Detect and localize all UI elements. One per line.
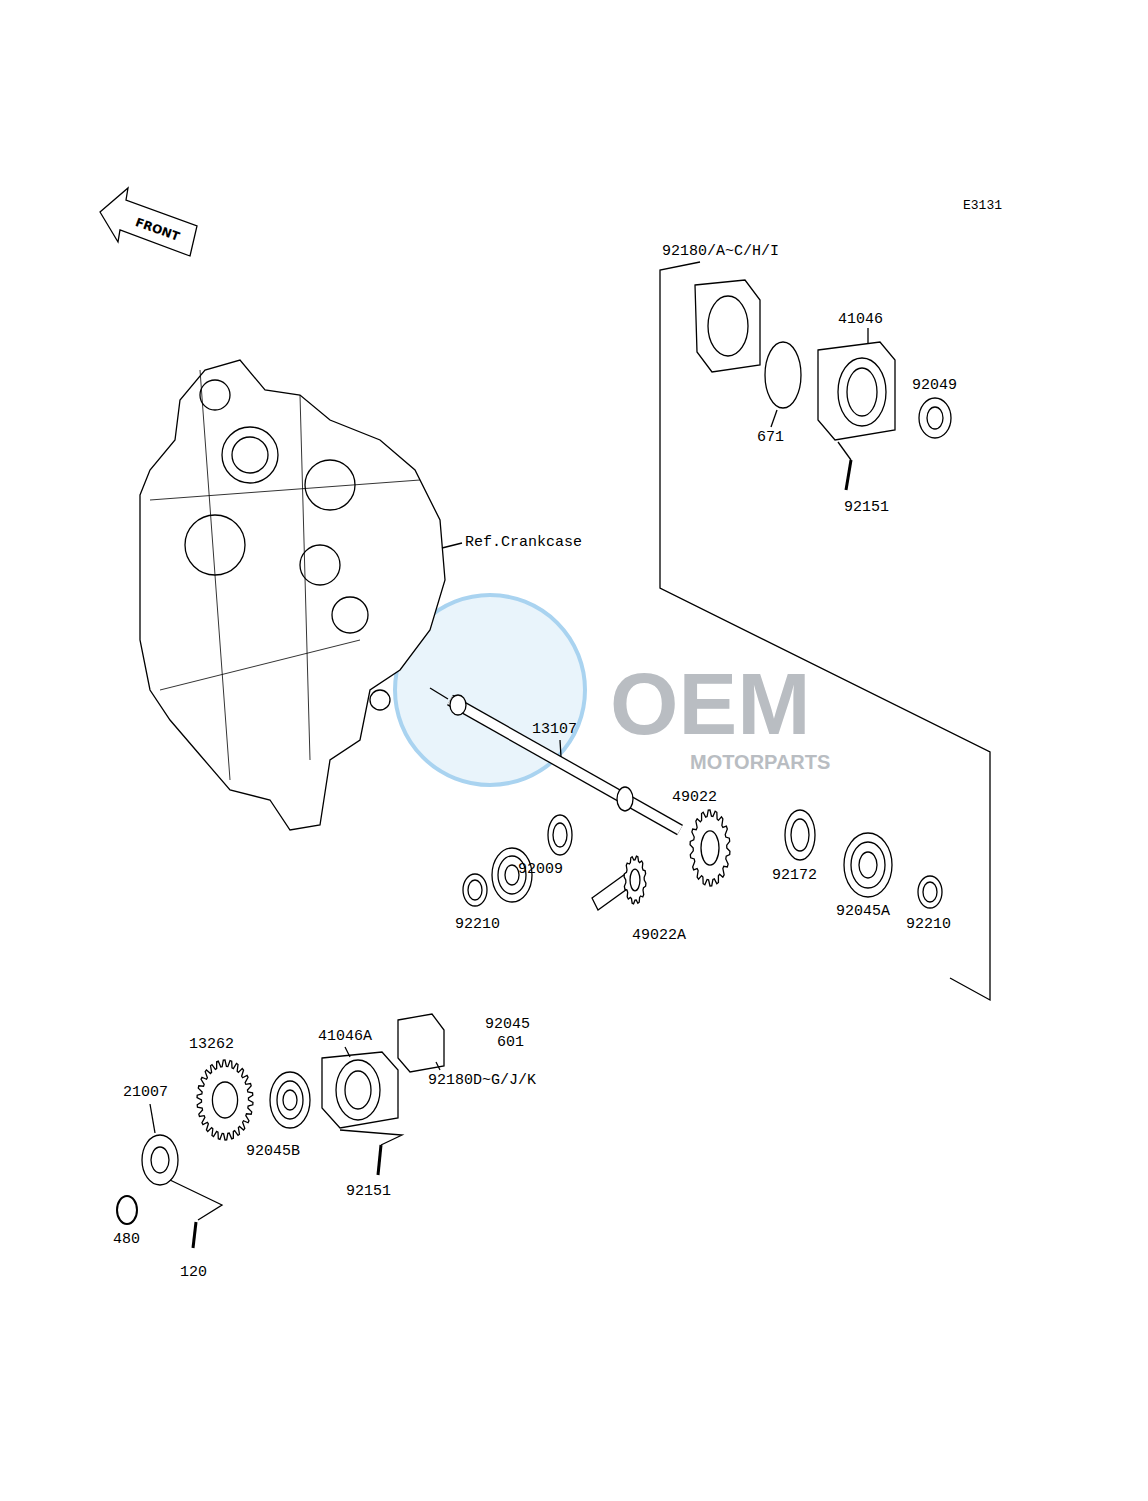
crankcase-bore (185, 515, 245, 575)
callout-number: 92151 (346, 1184, 391, 1199)
shim (463, 874, 487, 906)
leader-line (340, 1130, 402, 1145)
callout-number: 92210 (906, 917, 951, 932)
gear-teeth (690, 810, 730, 886)
nut (548, 815, 572, 855)
oil-seal (927, 407, 943, 429)
crankcase-boss (370, 690, 390, 710)
shaft-spline (617, 787, 633, 811)
retainer-plate (151, 1147, 169, 1173)
shim (923, 882, 937, 902)
crankcase-ribs (150, 370, 420, 780)
callout-number: 92045 (485, 1017, 530, 1032)
screw (193, 1222, 196, 1248)
leader-line (170, 1180, 222, 1220)
callout-number: 92210 (455, 917, 500, 932)
ball-bearing (283, 1090, 297, 1110)
nut (553, 823, 567, 847)
bracket-line (660, 262, 990, 1000)
callout-number: 120 (180, 1265, 207, 1280)
callout-number: 671 (757, 430, 784, 445)
gear-teeth (624, 856, 646, 904)
circlip (117, 1196, 137, 1224)
watermark: MOTORPARTS (690, 752, 830, 772)
callout-number: 13107 (532, 722, 577, 737)
figure-code: E3131 (963, 199, 1002, 212)
oil-seal (919, 398, 951, 438)
callout-number: 92045A (836, 904, 890, 919)
crankcase-bore (300, 545, 340, 585)
front-arrow (100, 188, 197, 256)
callout-number: 49022A (632, 928, 686, 943)
gasket (398, 1014, 444, 1072)
callout-number: 92180D~G/J/K (428, 1073, 536, 1088)
ball-bearing (277, 1081, 303, 1119)
callout-number: 601 (497, 1035, 524, 1050)
crankcase-bore (332, 597, 368, 633)
drawing (100, 188, 990, 1248)
gear-hub (630, 869, 640, 891)
bearing-housing-bore (345, 1071, 371, 1109)
o-ring (765, 342, 801, 408)
callout-number: 92009 (518, 862, 563, 877)
bearing-housing-bore (847, 368, 877, 416)
shaft-spline (450, 695, 466, 715)
bolt (378, 1145, 381, 1175)
gasket-hole (708, 296, 748, 356)
spur-gear (197, 1060, 253, 1140)
callout-number: 92151 (844, 500, 889, 515)
callout-number: 21007 (123, 1085, 168, 1100)
leader-line (436, 1062, 440, 1070)
crankcase-bore (222, 427, 278, 483)
callout-number: 49022 (672, 790, 717, 805)
leader-line (430, 688, 448, 699)
gear-teeth (197, 1060, 253, 1140)
ball-bearing (270, 1072, 310, 1128)
shim (918, 876, 942, 908)
callout-number: 92180/A~C/H/I (662, 244, 779, 259)
callout-number: 92172 (772, 868, 817, 883)
callout-number: 41046 (838, 312, 883, 327)
leader-line (345, 1047, 350, 1057)
reference-label: Ref.Crankcase (465, 535, 582, 550)
nut (791, 819, 809, 851)
gear-hub (212, 1082, 237, 1118)
bearing-housing (322, 1052, 398, 1128)
leader-line (867, 328, 868, 344)
crankcase (140, 360, 445, 830)
callout-number: 41046A (318, 1029, 372, 1044)
watermark: OEM (610, 660, 810, 748)
bearing-housing (818, 342, 895, 440)
gears (197, 810, 730, 1140)
callout-number: 480 (113, 1232, 140, 1247)
gasket (695, 280, 760, 372)
bearing-housing-bore (838, 358, 886, 426)
ball-bearing (844, 833, 892, 897)
leader-line (442, 543, 462, 548)
leader-line (838, 442, 851, 460)
pinion-gear (624, 856, 646, 904)
callout-number: 13262 (189, 1037, 234, 1052)
bolt (846, 460, 851, 490)
ball-bearing (859, 852, 877, 878)
bearing-housing-bore (336, 1060, 380, 1120)
crankcase-bore (232, 437, 268, 473)
crankcase-boss (200, 380, 230, 410)
leader-line (150, 1104, 155, 1133)
callout-number: 92049 (912, 378, 957, 393)
gear-hub (701, 831, 719, 865)
leader-line (560, 740, 561, 757)
ring-gear (690, 810, 730, 886)
nut (785, 810, 815, 860)
crankcase-bore (305, 460, 355, 510)
shim (468, 880, 482, 900)
callout-number: 92045B (246, 1144, 300, 1159)
ball-bearing (851, 842, 885, 888)
retainer-plate (142, 1135, 178, 1185)
ball-bearing (505, 865, 519, 885)
leader-line (771, 410, 777, 427)
